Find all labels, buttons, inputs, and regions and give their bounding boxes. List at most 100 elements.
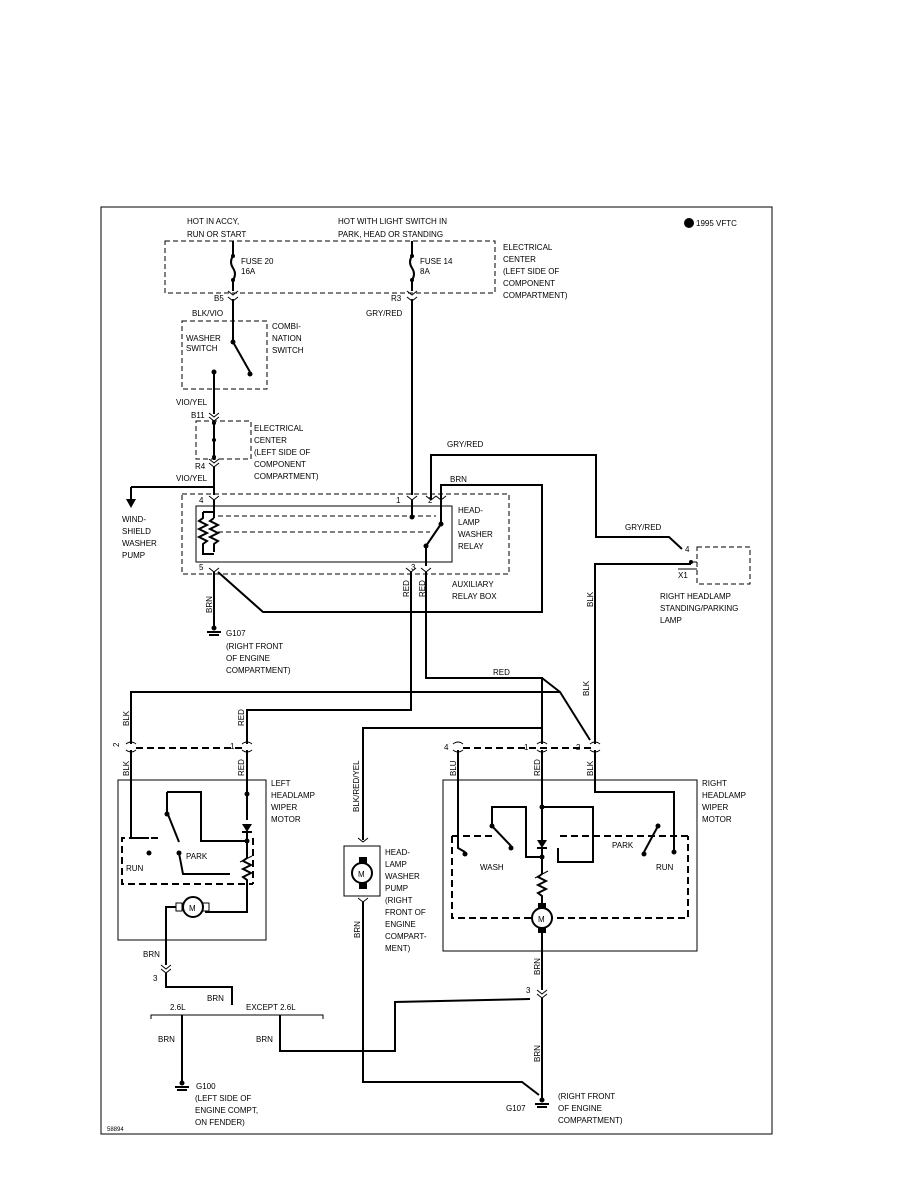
svg-text:COMPARTMENT): COMPARTMENT) [226,666,291,675]
svg-text:ELECTRICAL: ELECTRICAL [503,243,553,252]
wire-gry-red-mid: GRY/RED [447,440,484,449]
svg-text:COMPART-: COMPART- [385,932,427,941]
ground-g100-label: (LEFT SIDE OF ENGINE COMPT, ON FENDER) [195,1094,258,1127]
wire-blk-left-up: BLK [122,710,131,726]
svg-text:AUXILIARY: AUXILIARY [452,580,494,589]
svg-text:COMPARTMENT): COMPARTMENT) [503,291,568,300]
headlamp-washer-relay-label: HEAD- LAMP WASHER RELAY [458,506,493,551]
svg-text:WASHER: WASHER [458,530,493,539]
ground-g100-id: G100 [196,1082,216,1091]
ground-g107-top-id: G107 [226,629,246,638]
connector-r3: R3 [391,294,402,303]
svg-text:PUMP: PUMP [122,551,145,560]
wire-blk-red-yel: BLK/RED/YEL [352,760,361,812]
hot-accy-label: HOT IN ACCY, [187,217,239,226]
pin-1-label: 1 [396,496,401,505]
wire-red-right: RED [533,759,542,776]
windshield-pump-arrow-icon [126,499,136,508]
washer-pump-box [343,845,381,897]
svg-text:CENTER: CENTER [503,255,536,264]
hot-accy-label-2: RUN OR START [187,230,246,239]
ground-g107-top-label: (RIGHT FRONT OF ENGINE COMPARTMENT) [226,642,291,675]
wire-brn-except: BRN [256,1035,273,1044]
svg-text:PUMP: PUMP [385,884,408,893]
svg-text:COMPARTMENT): COMPARTMENT) [558,1116,623,1125]
connector-x1: X1 [678,571,688,580]
svg-text:ELECTRICAL: ELECTRICAL [254,424,304,433]
svg-text:LAMP: LAMP [660,616,682,625]
combination-switch-label-2: NATION [272,334,302,343]
hot-light-label: HOT WITH LIGHT SWITCH IN [338,217,447,226]
electrical-center-mid-box [195,420,252,460]
wire-vio-yel-2: VIO/YEL [176,474,208,483]
svg-text:STANDING/PARKING: STANDING/PARKING [660,604,738,613]
svg-text:(LEFT SIDE OF: (LEFT SIDE OF [503,267,559,276]
headlamp-washer-relay [195,505,453,563]
svg-text:COMPONENT: COMPONENT [254,460,306,469]
svg-text:COMPONENT: COMPONENT [503,279,555,288]
combination-switch-label: COMBI- [272,322,301,331]
svg-text:ENGINE: ENGINE [385,920,416,929]
svg-text:(RIGHT FRONT: (RIGHT FRONT [558,1092,615,1101]
connector-r4: R4 [195,462,206,471]
variant-except-2-6l: EXCEPT 2.6L [246,1003,296,1012]
pin-5-label: 5 [199,563,204,572]
svg-text:1995 VFTC: 1995 VFTC [696,219,737,228]
fuse-14-icon [409,255,415,281]
diagram-frame [100,206,773,1135]
fuse-14-label: FUSE 14 [420,257,453,266]
connector-b11: B11 [191,411,205,420]
svg-text:LEFT: LEFT [271,779,291,788]
fuse-20-icon [230,255,236,281]
svg-text:CENTER: CENTER [254,436,287,445]
wire-red-h: RED [493,668,510,677]
right-wash-label: WASH [480,863,504,872]
wire-brn-5: BRN [205,596,214,613]
windshield-washer-pump-label: WIND- SHIELD WASHER PUMP [122,515,157,560]
left-motor-resistor-icon [205,857,254,913]
pin-3-label: 3 [411,563,416,572]
right-wiper-motor-label: RIGHT HEADLAMP WIPER MOTOR [702,779,746,824]
left-park-label: PARK [186,852,208,861]
wire-blk-left-down: BLK [122,760,131,776]
relay-switch-blade [425,523,442,547]
svg-text:WIPER: WIPER [271,803,297,812]
wire-brn-right-bottom: BRN [533,1045,542,1062]
right-pin-4-label: 4 [444,743,449,752]
variant-bracket [150,1014,324,1019]
ground-g100-icon [175,1080,189,1091]
svg-text:OF ENGINE: OF ENGINE [558,1104,602,1113]
combination-switch-label-3: SWITCH [272,346,304,355]
wire-brn-relay: BRN [450,475,467,484]
wire-brn-pump: BRN [353,921,362,938]
auxiliary-relay-box-label: AUXILIARY RELAY BOX [452,580,497,601]
svg-text:LAMP: LAMP [385,860,407,869]
svg-text:(LEFT SIDE OF: (LEFT SIDE OF [195,1094,251,1103]
right-motor-m: M [538,915,545,924]
svg-text:WIPER: WIPER [702,803,728,812]
wire-gry-red-lamp: GRY/RED [625,523,662,532]
wire-blk-lamp: BLK [586,591,595,607]
svg-text:WASHER: WASHER [122,539,157,548]
svg-text:HEAD-: HEAD- [385,848,410,857]
svg-text:ON FENDER): ON FENDER) [195,1118,245,1127]
svg-text:WASHER: WASHER [385,872,420,881]
wire-gry-red-top: GRY/RED [366,309,403,318]
wire-red-3b: RED [418,580,427,597]
relay-resistor-icon [207,517,221,552]
right-park-label: PARK [612,841,634,850]
electrical-center-mid-label: ELECTRICAL CENTER (LEFT SIDE OF COMPONEN… [254,424,319,481]
svg-text:HEAD-: HEAD- [458,506,483,515]
wire-brn-2-6l: BRN [158,1035,175,1044]
svg-text:OF ENGINE: OF ENGINE [226,654,270,663]
left-wiper-motor-label: LEFT HEADLAMP WIPER MOTOR [271,779,315,824]
ground-g107-bottom-label: (RIGHT FRONT OF ENGINE COMPARTMENT) [558,1092,623,1125]
connector-b5: B5 [214,294,224,303]
fuse-20-label: FUSE 20 [241,257,274,266]
svg-text:COMPARTMENT): COMPARTMENT) [254,472,319,481]
left-run-label: RUN [126,864,144,873]
svg-text:RIGHT HEADLAMP: RIGHT HEADLAMP [660,592,731,601]
svg-text:(LEFT SIDE OF: (LEFT SIDE OF [254,448,310,457]
combination-switch-box [181,320,268,390]
left-pin-2-label: 2 [112,742,121,747]
